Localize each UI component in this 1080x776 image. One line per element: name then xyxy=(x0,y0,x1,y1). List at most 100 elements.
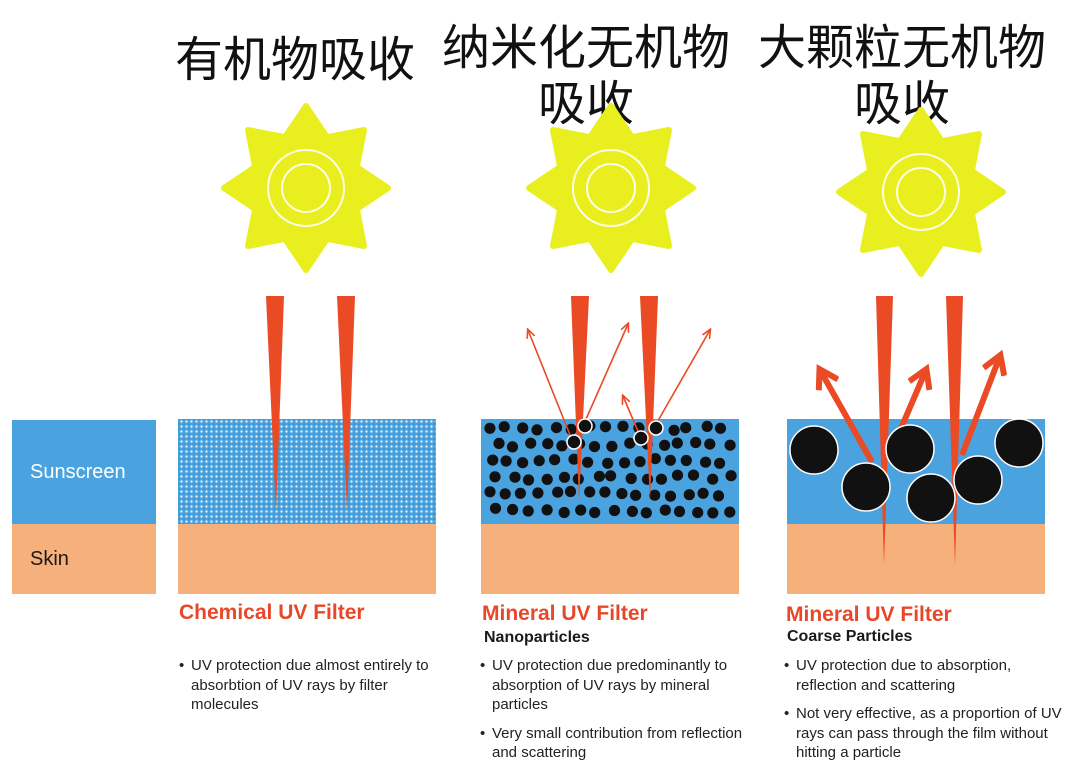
nanoparticle xyxy=(649,453,661,465)
nanoparticle xyxy=(714,422,727,434)
nanoparticle xyxy=(692,506,704,519)
nanoparticle xyxy=(634,456,646,468)
nanoparticle xyxy=(533,455,545,467)
scatter-arrow-nano-4 xyxy=(654,330,710,427)
nanoparticle xyxy=(690,436,702,449)
nanoparticle xyxy=(532,487,544,499)
legend-sunscreen-label: Sunscreen xyxy=(30,461,126,483)
nanoparticle xyxy=(489,471,501,483)
nanoparticle xyxy=(725,470,737,482)
sun-star-shape xyxy=(526,103,696,273)
nanoparticle xyxy=(584,486,596,498)
panel-coarse xyxy=(787,107,1045,594)
nanoparticle xyxy=(680,422,692,434)
nanoparticle xyxy=(704,438,716,450)
uv-ray-coarse-1 xyxy=(876,296,893,565)
scatter-arrow-coarse-1 xyxy=(820,370,875,464)
panel-nano xyxy=(481,103,739,594)
skin-layer-chemical xyxy=(178,524,436,594)
nanoparticle xyxy=(664,454,677,466)
sunscreen-layer-chemical xyxy=(178,419,436,524)
nanoparticle xyxy=(484,486,496,498)
title-nano-line1: 纳米化无机物 xyxy=(441,20,730,76)
coarse-particle-2 xyxy=(841,462,891,512)
nanoparticles xyxy=(484,420,737,519)
nanoparticle xyxy=(664,490,677,502)
uv-ray-nano-2 xyxy=(640,296,658,502)
nanoparticle xyxy=(514,487,527,499)
coarse-particle-6 xyxy=(994,418,1044,468)
bullets-coarse: UV protection due to absorption, reflect… xyxy=(784,656,1069,772)
title-organic: 有机物吸收 xyxy=(174,32,415,88)
scatter-arrow-nano-2 xyxy=(582,324,628,427)
bullet-nano-2: Very small contribution from reflection … xyxy=(480,724,760,763)
nanoparticle xyxy=(707,473,719,485)
nanoparticle xyxy=(683,489,695,501)
uv-ray-nano-1 xyxy=(571,296,589,502)
coarse-particle-5 xyxy=(953,455,1003,505)
bullet-chemical-1: UV protection due almost entirely to abs… xyxy=(179,656,449,715)
nanoparticle xyxy=(608,504,621,517)
nanoparticle xyxy=(626,505,639,517)
nanoparticle xyxy=(558,506,570,519)
legend-sunscreen: Sunscreen xyxy=(12,420,156,524)
sun-icon-chemical xyxy=(221,103,391,273)
nanoparticle xyxy=(531,424,543,436)
bullet-coarse-2: Not very effective, as a proportion of U… xyxy=(784,704,1069,763)
nanoparticle xyxy=(673,505,686,518)
nanoparticle xyxy=(659,504,671,516)
hit-particle-nano-1 xyxy=(566,434,582,450)
nanoparticle xyxy=(498,421,510,433)
uv-ray-coarse-2 xyxy=(946,296,963,565)
nanoparticle xyxy=(680,454,692,467)
nanoparticle xyxy=(517,422,529,434)
nanoparticle xyxy=(619,457,631,469)
uv-ray-chemical-1 xyxy=(266,296,284,512)
nanoparticle xyxy=(499,488,511,500)
nanoparticle xyxy=(606,440,618,452)
nanoparticle xyxy=(599,421,612,433)
panel-title-nano: Mineral UV Filter xyxy=(482,602,648,625)
nanoparticle xyxy=(588,441,601,453)
nanoparticle xyxy=(630,489,642,501)
nanoparticle xyxy=(582,456,594,468)
nanoparticle xyxy=(712,490,725,502)
nanoparticle xyxy=(568,453,580,465)
skin-layer-coarse xyxy=(787,524,1045,594)
nanoparticle xyxy=(541,504,553,516)
nanoparticle xyxy=(552,486,564,498)
nanoparticle xyxy=(700,456,712,468)
scatter-arrow-nano-3 xyxy=(623,396,641,437)
panel-chemical xyxy=(178,103,436,594)
sun-ring xyxy=(586,163,636,213)
scatter-arrow-coarse-3 xyxy=(959,356,1000,457)
nanoparticle xyxy=(617,420,629,432)
bullet-coarse-1: UV protection due to absorption, reflect… xyxy=(784,656,1069,695)
skin-layer-nano xyxy=(481,524,739,594)
panel-title-chemical: Chemical UV Filter xyxy=(179,601,365,624)
nanoparticle xyxy=(506,441,519,453)
nanoparticle xyxy=(542,438,554,450)
hit-particle-nano-4 xyxy=(648,420,664,436)
nanoparticle xyxy=(593,470,606,482)
nanoparticle xyxy=(487,454,499,466)
nanoparticle xyxy=(640,507,652,519)
nanoparticle xyxy=(641,473,654,485)
sun-ring xyxy=(882,153,960,231)
uv-ray-chemical-2 xyxy=(337,296,355,512)
sun-icon-coarse xyxy=(836,107,1006,277)
nanoparticle xyxy=(541,473,553,485)
hit-particle-nano-2 xyxy=(577,418,593,434)
nanoparticle xyxy=(522,505,534,517)
nanoparticle xyxy=(724,439,736,451)
title-coarse-line2: 吸收 xyxy=(853,76,950,132)
nanoparticle xyxy=(605,470,617,482)
nanoparticle xyxy=(668,424,680,436)
nanoparticle xyxy=(575,504,587,516)
nanoparticle xyxy=(655,473,668,485)
nanoparticle xyxy=(707,507,719,519)
title-nano: 纳米化无机物 吸收 xyxy=(436,20,736,132)
nanoparticle xyxy=(687,469,700,481)
panel-title-coarse: Mineral UV Filter xyxy=(786,603,952,626)
